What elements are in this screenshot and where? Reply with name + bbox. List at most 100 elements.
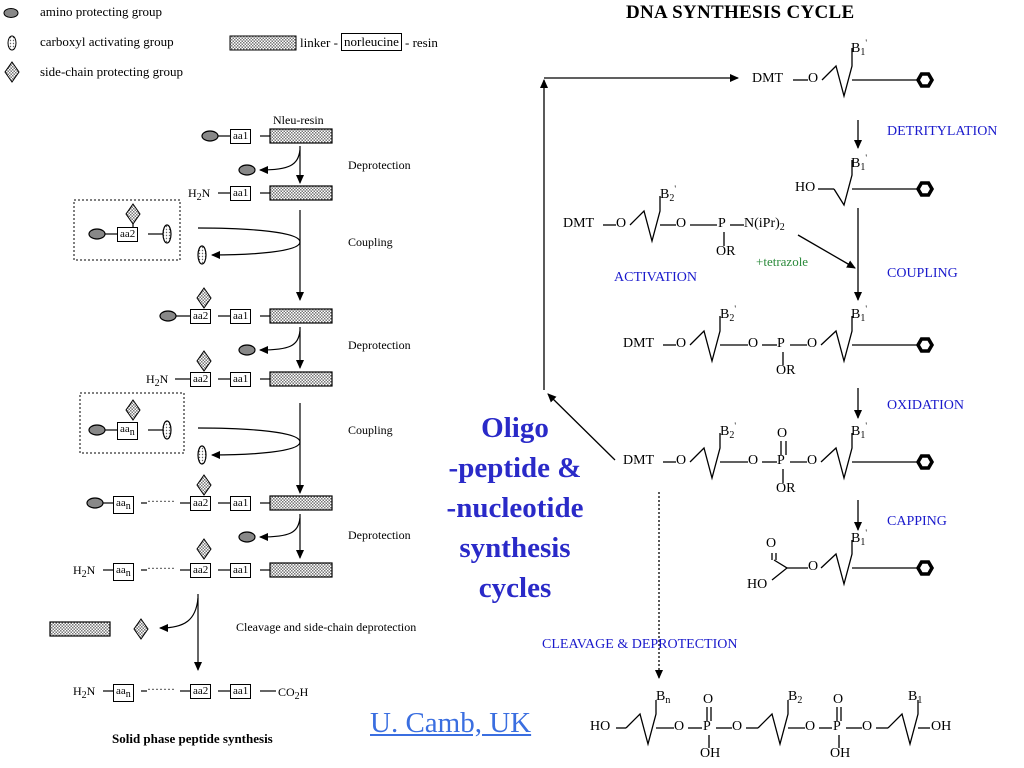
aa1-box: aa1: [230, 309, 252, 324]
aan-box: aan: [113, 496, 134, 514]
amine-label: H2N: [73, 563, 96, 580]
step-deprotection-2: Deprotection: [348, 338, 411, 352]
aa2-box: aa2: [190, 372, 212, 387]
step-capping: CAPPING: [887, 514, 947, 529]
oxygen-label: O: [805, 719, 816, 734]
base-b2-label: B2': [720, 304, 736, 324]
dna-scheme: [540, 48, 934, 748]
aa2-box: aa2: [190, 563, 212, 578]
aa1-box: aa1: [230, 129, 252, 144]
base-b2-label: B2': [660, 184, 676, 204]
oxo-label: O: [777, 426, 788, 441]
legend-norleucine-box: norleucine: [341, 33, 402, 51]
chain-dots: ·······: [147, 561, 175, 575]
aa1-box: aa1: [230, 372, 252, 387]
amine-label: H2N: [73, 684, 96, 701]
oxo-label: O: [833, 692, 844, 707]
step-cleavage: Cleavage and side-chain deprotection: [236, 620, 417, 634]
base-b2-label: B2: [788, 689, 803, 706]
oh-label: OH: [830, 746, 851, 761]
aa1-box: aa1: [230, 684, 252, 699]
oxygen-label: O: [676, 216, 687, 231]
peptide-caption: Solid phase peptide synthesis: [112, 731, 273, 746]
step-coupling: COUPLING: [887, 266, 958, 281]
oxo-label: O: [766, 536, 777, 551]
oxygen-label: O: [807, 453, 818, 468]
or-label: OR: [776, 363, 796, 378]
step-deprotection-1: Deprotection: [348, 158, 411, 172]
aa1-box: aa1: [230, 563, 252, 578]
base-b1-label: B1': [851, 304, 867, 324]
legend-symbols: [3, 8, 297, 83]
phosphorus-label: P: [833, 719, 841, 734]
oxygen-label: O: [808, 71, 819, 86]
nleu-resin-label: Nleu-resin: [273, 113, 324, 127]
oh-label: OH: [931, 719, 952, 734]
base-b1-label: B1': [851, 153, 867, 173]
oxygen-label: O: [807, 336, 818, 351]
phosphorus-label: P: [777, 336, 785, 351]
legend-carboxyl-label: carboxyl activating group: [40, 34, 174, 49]
step-coupling-1: Coupling: [348, 235, 393, 249]
dmt-label: DMT: [623, 453, 655, 468]
legend-sidechain-label: side-chain protecting group: [40, 64, 183, 79]
legend-linker-label: linker -: [300, 35, 338, 50]
step-deprotection-3: Deprotection: [348, 528, 411, 542]
oxygen-label: O: [808, 559, 819, 574]
aa2-box: aa2: [190, 496, 212, 511]
legend-amino-label: amino protecting group: [40, 4, 163, 19]
legend-resin-label: - resin: [405, 35, 438, 50]
base-b1-label: B1: [908, 689, 923, 706]
center-headline: Oligo -peptide & -nucleotide synthesis c…: [446, 412, 584, 604]
oxygen-label: O: [616, 216, 627, 231]
dmt-label: DMT: [623, 336, 655, 351]
base-b1-label: B1': [851, 528, 867, 548]
oxygen-label: O: [674, 719, 685, 734]
carboxyl-terminus: CO2H: [278, 685, 309, 702]
oxygen-label: O: [748, 336, 759, 351]
page-title: DNA SYNTHESIS CYCLE: [626, 2, 855, 23]
or-label: OR: [776, 481, 796, 496]
amine-label: H2N: [146, 372, 169, 389]
step-cleavage-deprotection: CLEAVAGE & DEPROTECTION: [542, 637, 738, 652]
aa2-box: aa2: [117, 227, 139, 242]
or-label: OR: [716, 244, 736, 259]
hydroxyl-label: HO: [795, 180, 816, 195]
aa2-box: aa2: [190, 684, 212, 699]
oxygen-label: O: [862, 719, 873, 734]
credit-link[interactable]: U. Camb, UK: [370, 707, 532, 739]
aa2-box: aa2: [190, 309, 212, 324]
dmt-label: DMT: [563, 216, 595, 231]
step-activation: ACTIVATION: [614, 270, 697, 285]
oxygen-label: O: [732, 719, 743, 734]
phosphorus-label: P: [718, 216, 726, 231]
oxygen-label: O: [676, 453, 687, 468]
base-b1-label: B1': [851, 421, 867, 441]
oxygen-label: O: [748, 453, 759, 468]
phosphorus-label: P: [777, 453, 785, 468]
amine-label: H2N: [188, 186, 211, 203]
step-detritylation: DETRITYLATION: [887, 124, 998, 139]
tetrazole-label: +tetrazole: [756, 254, 809, 269]
step-coupling-2: Coupling: [348, 423, 393, 437]
diisopropylamino-label: N(iPr)2: [744, 216, 785, 233]
oh-label: OH: [700, 746, 721, 761]
dmt-label: DMT: [752, 71, 784, 86]
base-bn-label: Bn: [656, 689, 671, 706]
aa1-box: aa1: [230, 496, 252, 511]
aan-box: aan: [113, 684, 134, 702]
chain-dots: ·······: [147, 494, 175, 508]
oxygen-label: O: [676, 336, 687, 351]
step-oxidation: OXIDATION: [887, 398, 964, 413]
base-b2-label: B2': [720, 421, 736, 441]
phosphorus-label: P: [703, 719, 711, 734]
oxo-label: O: [703, 692, 714, 707]
hydroxyl-label: HO: [590, 719, 611, 734]
chain-dots: ·······: [147, 682, 175, 696]
aan-box: aan: [117, 422, 138, 440]
aan-box: aan: [113, 563, 134, 581]
peptide-scheme: [49, 128, 333, 692]
hydroxyl-label: HO: [747, 577, 768, 592]
aa1-box: aa1: [230, 186, 252, 201]
